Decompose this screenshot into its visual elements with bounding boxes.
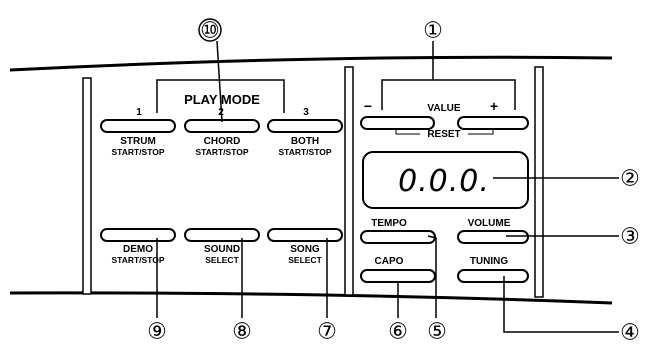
tempo-label: TEMPO — [371, 218, 407, 229]
callout-10-number: ⑩ — [200, 18, 220, 43]
chord-sublabel: START/STOP — [195, 147, 248, 157]
both-button[interactable] — [267, 119, 343, 133]
both-sublabel: START/STOP — [278, 147, 331, 157]
song-label: SONG — [290, 244, 320, 255]
tuning-button[interactable] — [457, 269, 529, 283]
reset-bracket-right — [468, 130, 494, 135]
right-vertical-bar — [534, 66, 544, 298]
capo-button[interactable] — [360, 269, 436, 283]
value-plus: + — [490, 98, 498, 114]
value-bracket — [381, 79, 516, 110]
display-readout: 0.0.0. — [398, 164, 490, 199]
callout-9-number: ⑨ — [147, 319, 167, 344]
callout-1-number: ① — [423, 18, 443, 43]
play-mode-title: PLAY MODE — [184, 92, 260, 107]
play-mode-bracket — [156, 79, 285, 113]
strum-sublabel: START/STOP — [111, 147, 164, 157]
callout-5-number: ⑤ — [427, 319, 447, 344]
strum-label: STRUM — [120, 136, 156, 147]
callout-8-number: ⑧ — [232, 319, 252, 344]
demo-sublabel: START/STOP — [111, 255, 164, 265]
panel-top-edge — [9, 55, 613, 72]
demo-label: DEMO — [123, 244, 153, 255]
callout-2-number: ② — [620, 166, 640, 191]
volume-button[interactable] — [457, 230, 529, 244]
callout-7-number: ⑦ — [317, 319, 337, 344]
callout-3-number: ③ — [620, 224, 640, 249]
both-label: BOTH — [291, 136, 319, 147]
callout-6-number: ⑥ — [388, 319, 408, 344]
song-button[interactable] — [267, 228, 343, 242]
callout-5-leader — [427, 235, 437, 318]
strum-button[interactable] — [100, 119, 176, 133]
sound-button[interactable] — [184, 228, 260, 242]
value-label: VALUE — [427, 103, 460, 114]
left-vertical-bar — [82, 77, 92, 295]
value-plus-button[interactable] — [457, 116, 529, 130]
tempo-button[interactable] — [360, 230, 436, 244]
callout-10-circle — [198, 18, 222, 42]
middle-vertical-bar — [344, 66, 354, 296]
reset-label: RESET — [427, 129, 460, 140]
callout-10-leader — [216, 40, 223, 123]
callout-4-leader — [503, 276, 619, 333]
play-mode-number-1: 1 — [136, 107, 142, 118]
lcd-display — [362, 151, 529, 209]
volume-label: VOLUME — [468, 218, 511, 229]
capo-label: CAPO — [375, 256, 404, 267]
chord-label: CHORD — [204, 136, 241, 147]
panel-bottom-edge — [9, 291, 613, 305]
demo-button[interactable] — [100, 228, 176, 242]
value-minus: − — [364, 98, 372, 114]
play-mode-number-3: 3 — [303, 107, 309, 118]
tuning-label: TUNING — [470, 256, 509, 267]
reset-bracket-left — [395, 130, 420, 135]
song-sublabel: SELECT — [288, 255, 322, 265]
callout-4-number: ④ — [620, 320, 640, 345]
sound-label: SOUND — [204, 244, 240, 255]
value-minus-button[interactable] — [360, 116, 435, 130]
sound-sublabel: SELECT — [205, 255, 239, 265]
